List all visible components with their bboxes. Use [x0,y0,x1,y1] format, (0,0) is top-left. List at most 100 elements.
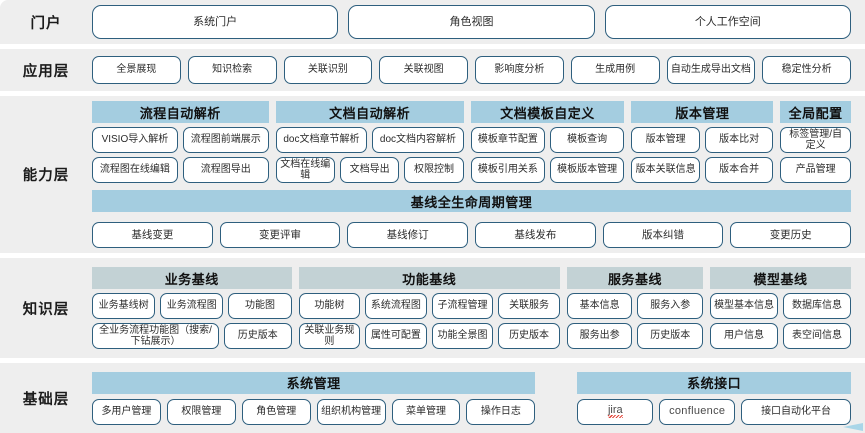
know-item-business-baseline-tree[interactable]: 业务基线树 [92,293,156,319]
application-item-row: 全景展现 知识检索 关联识别 关联视图 影响度分析 生成用例 自动生成导出文档 … [92,56,851,84]
base-item-permission-mgmt[interactable]: 权限管理 [166,398,236,425]
baseline-lifecycle-row: 基线变更 变更评审 基线修订 基线发布 版本纠错 变更历史 [92,222,852,248]
base-item-multi-user-mgmt[interactable]: 多用户管理 [92,398,161,425]
know-item-related-business-rule[interactable]: 关联业务规则 [298,323,361,349]
app-item-generate-case[interactable]: 生成用例 [570,56,660,84]
know-item-attribute-configurable[interactable]: 属性可配置 [365,323,427,349]
cap-item-permission-control[interactable]: 权限控制 [404,157,464,183]
app-item-knowledge-search[interactable]: 知识检索 [187,56,277,84]
cap-item-template-chapter-config[interactable]: 模板章节配置 [470,127,546,153]
group-row: 版本关联信息 版本合并 [631,157,774,183]
cap-item-flowchart-online-edit[interactable]: 流程图在线编辑 [92,157,178,183]
app-item-auto-export-doc[interactable]: 自动生成导出文档 [666,56,756,84]
know-item-history-version-service[interactable]: 历史版本 [637,323,704,349]
capability-group-doc-template: 文档模板自定义 模板章节配置 模板查询 模板引用关系 模板版本管理 [470,101,625,183]
layer-body-capability: 流程自动解析 VISIO导入解析 流程图前端展示 流程图在线编辑 流程图导出 文… [92,101,852,248]
cap-item-tag-mgmt-custom[interactable]: 标签管理/自定义 [780,127,851,153]
layer-label-knowledge: 知识层 [22,301,70,318]
portal-item-system-portal[interactable]: 系统门户 [92,5,339,39]
group-row: 业务基线树 业务流程图 功能图 [92,293,292,319]
group-row: jira confluence 接口自动化平台 [577,398,851,425]
know-item-function-tree[interactable]: 功能树 [298,293,361,319]
app-item-panorama[interactable]: 全景展现 [92,56,181,84]
foundation-group-columns: 系统管理 多用户管理 权限管理 角色管理 组织机构管理 菜单管理 操作日志 系统… [92,371,851,425]
group-row: doc文档章节解析 doc文档内容解析 [275,127,464,153]
group-row: 文档在线编辑 文档导出 权限控制 [275,157,464,183]
app-item-relation-view[interactable]: 关联视图 [379,56,468,84]
cap-item-version-relation-info[interactable]: 版本关联信息 [631,157,700,183]
group-row: 版本管理 版本比对 [631,127,774,153]
group-title-business-baseline: 业务基线 [92,267,292,289]
portal-item-role-view[interactable]: 角色视图 [348,5,595,39]
layer-capability: 能力层 流程自动解析 VISIO导入解析 流程图前端展示 流程图在线编辑 流程图… [0,96,865,253]
cap-item-doc-chapter-parse[interactable]: doc文档章节解析 [275,127,368,153]
know-item-service-input-param[interactable]: 服务入参 [637,293,704,319]
cap-item-flowchart-export[interactable]: 流程图导出 [182,157,269,183]
know-item-tablespace-info[interactable]: 表空间信息 [783,323,852,349]
cap-item-doc-export[interactable]: 文档导出 [339,157,400,183]
know-item-service-output-param[interactable]: 服务出参 [566,323,633,349]
base-item-interface-automation-platform[interactable]: 接口自动化平台 [741,398,851,425]
base-item-jira[interactable]: jira [577,398,654,425]
know-item-full-business-flow-function-diagram[interactable]: 全业务流程功能图（搜索/下钻展示） [92,323,220,349]
cap-item-version-mgmt[interactable]: 版本管理 [631,127,700,153]
know-item-function-panorama[interactable]: 功能全景图 [431,323,494,349]
group-row: 产品管理 [780,157,851,183]
know-item-subprocess-mgmt[interactable]: 子流程管理 [431,293,494,319]
lifecycle-item-baseline-change[interactable]: 基线变更 [92,222,213,248]
base-item-menu-mgmt[interactable]: 菜单管理 [391,398,461,425]
cap-item-template-version-mgmt[interactable]: 模板版本管理 [550,157,625,183]
confluence-logo-text: confluence [669,405,726,418]
cap-item-version-merge[interactable]: 版本合并 [704,157,774,183]
know-item-business-flowchart[interactable]: 业务流程图 [160,293,224,319]
layer-label-application: 应用层 [22,63,70,80]
layer-label-foundation: 基础层 [22,391,70,408]
layer-body-foundation: 系统管理 多用户管理 权限管理 角色管理 组织机构管理 菜单管理 操作日志 系统… [92,371,851,425]
lifecycle-item-change-history[interactable]: 变更历史 [730,222,852,248]
capability-group-columns: 流程自动解析 VISIO导入解析 流程图前端展示 流程图在线编辑 流程图导出 文… [92,101,851,183]
know-item-database-info[interactable]: 数据库信息 [783,293,852,319]
group-row: 模板引用关系 模板版本管理 [470,157,625,183]
know-item-system-flowchart[interactable]: 系统流程图 [365,293,427,319]
group-row: 关联业务规则 属性可配置 功能全景图 历史版本 [298,323,560,349]
capability-group-global-config: 全局配置 标签管理/自定义 产品管理 [780,101,851,183]
lifecycle-item-version-correction[interactable]: 版本纠错 [602,222,724,248]
base-item-confluence[interactable]: confluence [659,398,736,425]
know-item-history-version-business[interactable]: 历史版本 [224,323,292,349]
lifecycle-item-change-review[interactable]: 变更评审 [219,222,341,248]
group-title-version-mgmt: 版本管理 [631,101,774,123]
cap-item-flowchart-frontend-display[interactable]: 流程图前端展示 [182,127,269,153]
cap-item-doc-online-edit[interactable]: 文档在线编辑 [275,157,335,183]
portal-item-personal-workspace[interactable]: 个人工作空间 [604,5,851,39]
base-item-org-structure-mgmt[interactable]: 组织机构管理 [316,398,386,425]
group-title-global-config: 全局配置 [780,101,851,123]
group-row: 用户信息 表空间信息 [710,323,852,349]
know-item-model-basic-info[interactable]: 模型基本信息 [710,293,779,319]
layer-body-application: 全景展现 知识检索 关联识别 关联视图 影响度分析 生成用例 自动生成导出文档 … [92,56,851,84]
group-row: 模板章节配置 模板查询 [470,127,625,153]
lifecycle-item-baseline-revision[interactable]: 基线修订 [347,222,469,248]
group-row: 流程图在线编辑 流程图导出 [92,157,269,183]
cap-item-template-query[interactable]: 模板查询 [550,127,625,153]
know-item-user-info[interactable]: 用户信息 [710,323,779,349]
know-item-history-version-function[interactable]: 历史版本 [498,323,560,349]
app-item-relation-recognition[interactable]: 关联识别 [283,56,373,84]
group-row: 基本信息 服务入参 [566,293,704,319]
app-item-stability-analysis[interactable]: 稳定性分析 [762,56,851,84]
base-item-operation-log[interactable]: 操作日志 [466,398,536,425]
group-row: 服务出参 历史版本 [566,323,704,349]
cap-item-visio-import-parse[interactable]: VISIO导入解析 [92,127,178,153]
know-item-function-diagram[interactable]: 功能图 [228,293,292,319]
cap-item-version-compare[interactable]: 版本比对 [704,127,774,153]
cap-item-doc-content-parse[interactable]: doc文档内容解析 [372,127,464,153]
cap-item-product-mgmt[interactable]: 产品管理 [780,157,851,183]
cap-item-template-reference[interactable]: 模板引用关系 [470,157,546,183]
app-item-impact-analysis[interactable]: 影响度分析 [475,56,564,84]
base-item-role-mgmt[interactable]: 角色管理 [241,398,311,425]
knowledge-group-columns: 业务基线 业务基线树 业务流程图 功能图 全业务流程功能图（搜索/下钻展示） 历… [92,267,852,349]
know-item-basic-info[interactable]: 基本信息 [566,293,633,319]
lifecycle-item-baseline-release[interactable]: 基线发布 [475,222,596,248]
layer-knowledge: 知识层 业务基线 业务基线树 业务流程图 功能图 全业务流程功能图（搜索/下钻展… [0,258,865,358]
know-item-related-service[interactable]: 关联服务 [498,293,560,319]
layer-body-knowledge: 业务基线 业务基线树 业务流程图 功能图 全业务流程功能图（搜索/下钻展示） 历… [92,267,852,349]
